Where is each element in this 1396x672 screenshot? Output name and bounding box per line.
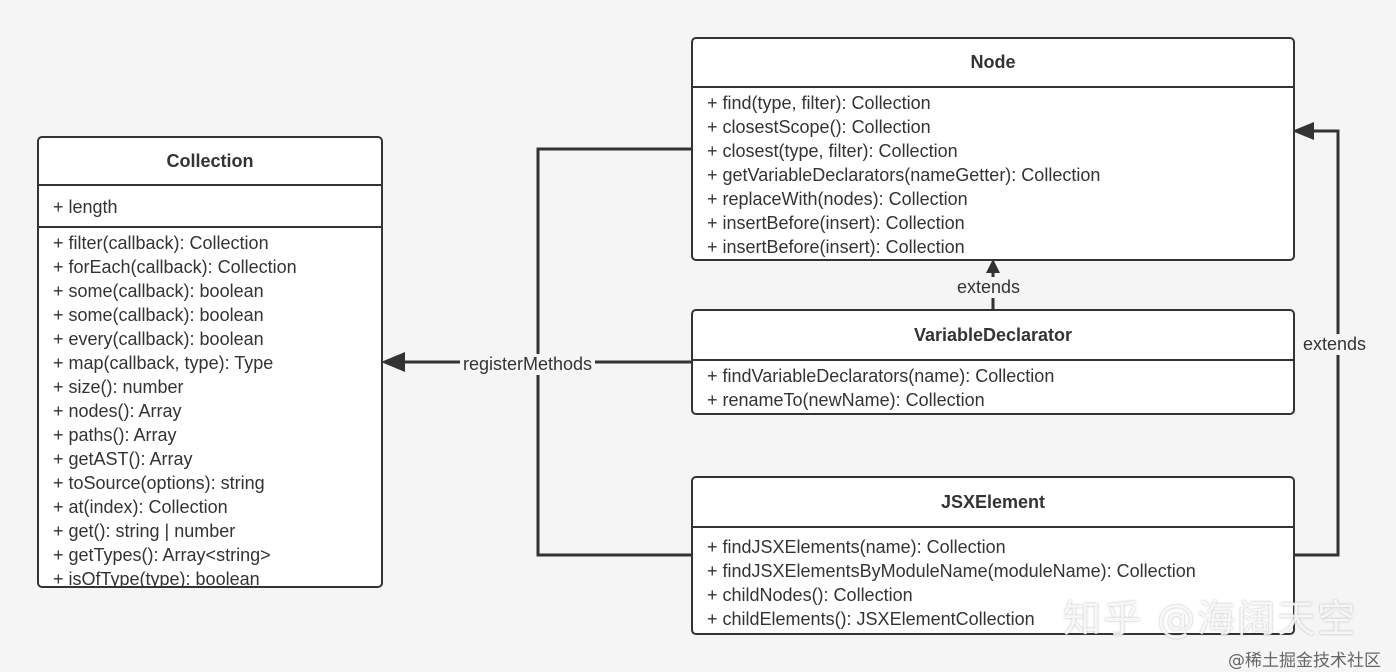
collection-method: + every(callback): boolean — [53, 329, 264, 349]
jsx-element-method: + childNodes(): Collection — [707, 585, 913, 605]
variable-declarator-method: + findVariableDeclarators(name): Collect… — [707, 366, 1055, 386]
collection-method: + map(callback, type): Type — [53, 353, 274, 373]
node-method: + replaceWith(nodes): Collection — [707, 189, 968, 209]
node-methods: + find(type, filter): Collection + close… — [693, 88, 1293, 259]
node-method: + closestScope(): Collection — [707, 117, 931, 137]
extends-label-jsx: extends — [1300, 334, 1370, 355]
register-line-node-jsx — [536, 147, 691, 557]
collection-method: + nodes(): Array — [53, 401, 182, 421]
node-method: + insertBefore(insert): Collection — [707, 213, 965, 233]
node-method: + getVariableDeclarators(nameGetter): Co… — [707, 165, 1101, 185]
node-method: + closest(type, filter): Collection — [707, 141, 958, 161]
collection-attributes: + length — [39, 186, 381, 228]
node-method: + find(type, filter): Collection — [707, 93, 931, 113]
register-arrowhead — [381, 352, 405, 372]
variable-declarator-method: + renameTo(newName): Collection — [707, 390, 985, 410]
collection-method: + get(): string | number — [53, 521, 236, 541]
zhihu-watermark: 知乎 @海阔天空 — [1063, 597, 1358, 641]
collection-method: + forEach(callback): Collection — [53, 257, 297, 277]
jsx-element-methods: + findJSXElements(name): Collection + fi… — [693, 528, 1293, 631]
collection-class-box: Collection + length + filter(callback): … — [37, 136, 383, 588]
node-class-box: Node + find(type, filter): Collection + … — [691, 37, 1295, 261]
extends-arrowhead-jsx — [1292, 122, 1314, 140]
collection-class-name: Collection — [39, 138, 381, 186]
jsx-element-class-name: JSXElement — [693, 478, 1293, 528]
collection-methods: + filter(callback): Collection + forEach… — [39, 228, 381, 588]
variable-declarator-class-name: VariableDeclarator — [693, 311, 1293, 361]
jsx-element-method: + findJSXElementsByModuleName(moduleName… — [707, 561, 1196, 581]
collection-method: + getTypes(): Array<string> — [53, 545, 271, 565]
jsx-element-method: + childElements(): JSXElementCollection — [707, 609, 1035, 629]
collection-method: + toSource(options): string — [53, 473, 265, 493]
juejin-watermark: @稀土掘金技术社区 — [1228, 651, 1381, 671]
node-method: + insertBefore(insert): Collection — [707, 237, 965, 257]
extends-label-vardecl: extends — [954, 277, 1024, 298]
node-class-name: Node — [693, 39, 1293, 88]
collection-method: + size(): number — [53, 377, 184, 397]
variable-declarator-class-box: VariableDeclarator + findVariableDeclara… — [691, 309, 1295, 415]
collection-attribute: + length — [53, 197, 118, 217]
collection-method: + getAST(): Array — [53, 449, 193, 469]
collection-method: + filter(callback): Collection — [53, 233, 269, 253]
collection-method: + some(callback): boolean — [53, 281, 264, 301]
register-methods-label: registerMethods — [460, 354, 596, 375]
collection-method: + some(callback): boolean — [53, 305, 264, 325]
collection-method: + at(index): Collection — [53, 497, 228, 517]
extends-arrowhead-vardecl — [986, 259, 1000, 273]
variable-declarator-methods: + findVariableDeclarators(name): Collect… — [693, 361, 1293, 412]
collection-method: + isOfType(type): boolean — [53, 569, 260, 588]
jsx-element-class-box: JSXElement + findJSXElements(name): Coll… — [691, 476, 1295, 635]
collection-method: + paths(): Array — [53, 425, 177, 445]
jsx-element-method: + findJSXElements(name): Collection — [707, 537, 1006, 557]
